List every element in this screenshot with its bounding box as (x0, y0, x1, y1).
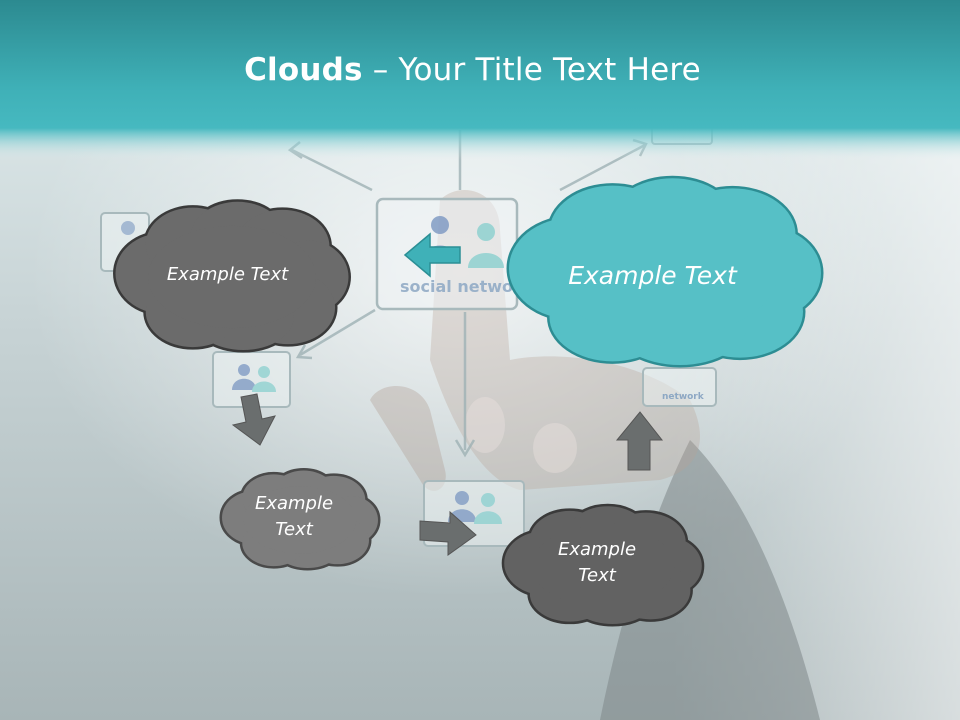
arrow-up-icon (615, 411, 664, 471)
slide-title: Clouds – Your Title Text Here (0, 52, 945, 88)
cloud-bottom-left-text: Example Text (254, 493, 334, 541)
small-network-label: network (662, 392, 705, 402)
arrow-down-icon (231, 393, 276, 446)
cloud-bottom-right[interactable] (501, 503, 705, 627)
network-label: social network (400, 277, 532, 296)
arrow-right-icon (419, 510, 477, 556)
cloud-top-right-text: Example Text (568, 261, 737, 290)
cloud-top-left-text: Example Text (166, 264, 289, 285)
title-bold: Clouds (244, 52, 363, 88)
title-rest: Your Title Text Here (398, 52, 701, 88)
arrow-icon (403, 232, 461, 278)
title-dash: – (362, 52, 399, 88)
cloud-bottom-left[interactable] (219, 468, 381, 571)
cloud-bottom-right-text: Example Text (557, 539, 637, 587)
cloud-top-right[interactable] (506, 175, 824, 368)
cloud-top-left[interactable] (113, 199, 351, 353)
